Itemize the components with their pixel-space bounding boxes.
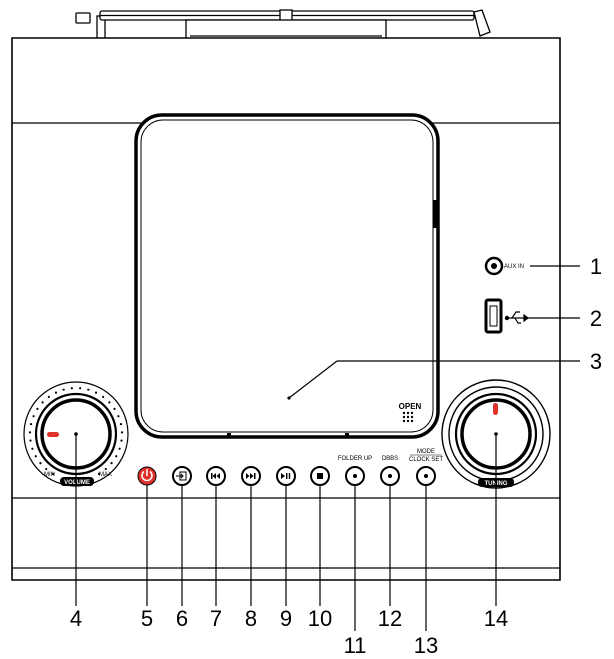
callout-3: 3 (590, 349, 602, 374)
callout-4: 4 (70, 606, 82, 631)
dbbs-label: DBBS (382, 456, 398, 462)
volume-scale-dot (29, 423, 33, 426)
volume-scale-dot (54, 391, 58, 394)
antenna (75, 9, 491, 41)
volume-indicator (47, 432, 59, 437)
play-pause-button[interactable] (276, 466, 296, 486)
callout-10: 10 (308, 606, 332, 631)
svg-text:MIN: MIN (44, 472, 55, 478)
volume-scale-dot (39, 462, 42, 465)
volume-scale-dot (45, 467, 48, 471)
volume-scale-dot (29, 439, 32, 442)
skip-forward-icon (246, 473, 256, 479)
input-source-button[interactable] (172, 466, 192, 486)
skip-back-button[interactable] (206, 466, 226, 486)
stop-icon (317, 473, 323, 479)
callout-13: 13 (414, 633, 438, 658)
usb-icon (504, 311, 529, 324)
callout-7: 7 (210, 606, 222, 631)
volume-scale-dot (31, 447, 34, 450)
mode-label: MODE (417, 449, 435, 455)
volume-scale-dot (108, 401, 111, 404)
skip-forward-button[interactable] (241, 466, 261, 486)
volume-scale-dot (70, 387, 73, 390)
volume-scale-dot (34, 455, 37, 458)
volume-scale-dot (32, 415, 35, 418)
cd-lid[interactable] (134, 113, 440, 439)
volume-scale-dot (120, 439, 123, 442)
power-button[interactable] (137, 466, 157, 486)
svg-text:AUX IN: AUX IN (504, 264, 524, 270)
volume-scale-dot (113, 407, 116, 410)
dbbs-button[interactable]: DBBS (380, 456, 400, 486)
volume-dot-ring (28, 387, 124, 475)
callout-2: 2 (590, 306, 602, 331)
volume-scale-dot (120, 431, 124, 434)
volume-scale-dot (62, 388, 65, 391)
callout-8: 8 (245, 606, 257, 631)
volume-scale-dot (115, 455, 118, 458)
volume-scale-dot (104, 467, 107, 471)
volume-scale-dot (97, 472, 101, 475)
stop-button[interactable] (310, 466, 330, 486)
volume-scale-dot (79, 387, 82, 390)
tuning-indicator (493, 403, 498, 415)
volume-scale-dot (117, 415, 120, 418)
callout-6: 6 (176, 606, 188, 631)
callout-1: 1 (590, 254, 602, 279)
volume-scale-dot (51, 472, 55, 475)
volume-scale-dot (119, 423, 123, 426)
aux-in-jack[interactable]: AUX IN (484, 256, 524, 276)
volume-scale-dot (118, 447, 121, 450)
clock-set-label: CLOCK SET (409, 457, 443, 463)
input-source-icon (176, 471, 187, 481)
svg-text:VOLUME: VOLUME (64, 480, 90, 486)
volume-scale-dot (41, 401, 44, 404)
usb-port[interactable] (484, 298, 529, 334)
folder-up-label: FOLDER UP (338, 456, 372, 462)
volume-scale-dot (102, 395, 105, 398)
callout-5: 5 (141, 606, 153, 631)
volume-scale-dot (87, 388, 90, 391)
play-pause-icon (281, 473, 291, 479)
callout-11: 11 (344, 633, 367, 658)
mode-clock-set-button[interactable]: MODE CLOCK SET (409, 449, 443, 486)
callout-9: 9 (280, 606, 292, 631)
volume-scale-dot (28, 431, 32, 434)
power-icon (141, 470, 153, 482)
skip-back-icon (211, 473, 220, 479)
volume-scale-dot (47, 395, 50, 398)
callout-numbers: 1 2 3 4 5 6 7 8 9 10 11 12 13 14 (70, 254, 602, 658)
volume-scale-dot (94, 391, 98, 394)
callout-14: 14 (484, 606, 508, 631)
callout-12: 12 (378, 606, 402, 631)
volume-scale-dot (36, 407, 39, 410)
grip-dots-icon (402, 411, 414, 423)
leader-lines (75, 265, 580, 631)
svg-text:MAX: MAX (99, 472, 112, 478)
open-marker: OPEN (399, 402, 422, 423)
svg-text:OPEN: OPEN (399, 402, 422, 411)
volume-scale-dot (110, 462, 113, 465)
